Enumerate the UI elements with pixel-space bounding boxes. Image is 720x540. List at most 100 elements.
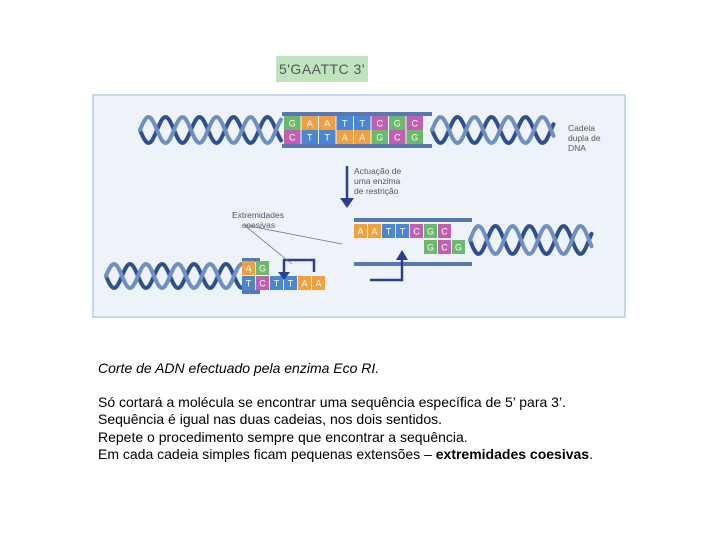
bottom-strand-base-block (406, 130, 423, 144)
caption-line-1: Só cortará a molécula se encontrar uma s… (98, 393, 566, 410)
top-strand-base-letter: G (394, 119, 401, 129)
frag-right-top-base: C (410, 224, 423, 238)
cohesive-label-2: coesivas (242, 220, 275, 230)
frag-left-bottom-base-block (298, 276, 311, 290)
frag-right-bottom-base: G (452, 240, 465, 254)
bottom-strand-base-letter: C (289, 133, 296, 143)
frag-left-bottom-base-block (242, 276, 255, 290)
frag-right-bottom-base-letter: G (455, 243, 462, 253)
bottom-strand-base-letter: T (307, 133, 313, 143)
bottom-strand-base-block (354, 130, 371, 144)
caption-line-4-suffix: . (589, 446, 593, 462)
bottom-strand-base: A (336, 130, 353, 144)
top-strand-base: C (371, 116, 388, 130)
frag-left-bottom-base-letter: T (288, 279, 294, 289)
frag-right-bottom-base-block (452, 240, 465, 254)
frag-left-bottom-base-block (256, 276, 269, 290)
rail-frag-right-bottom (354, 262, 472, 266)
cohesive-pointer-1 (243, 224, 343, 245)
frag-left-bottom-base-block (270, 276, 283, 290)
bottom-strand-base-block (301, 130, 318, 144)
frag-left-bottom-base-letter: T (246, 279, 252, 289)
frag-left-bottom-base-letter: C (259, 279, 266, 289)
dna-label-2: dupla de (568, 133, 601, 143)
frag-left-bottom-base-block (312, 276, 325, 290)
bottom-strand-base-letter: A (359, 133, 365, 143)
top-strand-base-block (301, 116, 318, 130)
top-strand-base: C (406, 116, 423, 130)
top-strand-base-letter: A (324, 119, 330, 129)
bottom-strand-base-letter: G (411, 133, 418, 143)
frag-right-bottom-base-letter: G (427, 243, 434, 253)
top-strand-base-letter: C (377, 119, 384, 129)
helix-frag-left (104, 261, 243, 291)
frag-right-top-base-letter: G (427, 227, 434, 237)
frag-right-top-base: C (438, 224, 451, 238)
frag-left-bottom-base-letter: A (301, 279, 307, 289)
frag-left-bottom-base: A (312, 276, 325, 290)
top-strand-base-letter: C (412, 119, 419, 129)
frag-right-top-base-letter: C (413, 227, 420, 237)
frag-left-top-base-letter: G (259, 264, 266, 274)
separation-arrow-left (282, 258, 316, 274)
bottom-strand-base: C (389, 130, 406, 144)
top-strand-base: T (354, 116, 371, 130)
frag-right-top-base: T (382, 224, 395, 238)
frag-left-bottom-base: T (284, 276, 297, 290)
frag-left-top-base-letter: A (245, 264, 251, 274)
frag-right-top-base-block (368, 224, 381, 238)
frag-right-bottom-base-letter: C (441, 243, 448, 253)
bottom-strand-base-letter: T (325, 133, 331, 143)
top-strand-base-block (354, 116, 371, 130)
rail-frag-left-top (242, 258, 260, 262)
sequence-label: 5'GAATTC 3' (276, 56, 368, 82)
frag-right-top-base: T (396, 224, 409, 238)
frag-right-bottom-base: G (424, 240, 437, 254)
top-strand-base: A (319, 116, 336, 130)
top-strand-base-block (371, 116, 388, 130)
top-strand-base: T (336, 116, 353, 130)
bottom-strand-base-letter: G (376, 133, 383, 143)
frag-left-bottom-base: T (242, 276, 255, 290)
top-strand-base: G (284, 116, 301, 130)
bottom-strand-base-block (389, 130, 406, 144)
top-strand-base: G (389, 116, 406, 130)
separation-arrow-right-head (396, 250, 408, 260)
frag-right-top-base-letter: A (371, 227, 377, 237)
bottom-strand-base: G (406, 130, 423, 144)
enzyme-label-1: Actuação de (354, 166, 402, 176)
helix-top-left (138, 114, 283, 146)
bottom-strand-base-letter: C (394, 133, 401, 143)
frag-left-bottom-base: A (298, 276, 311, 290)
enzyme-label-3: de restrição (354, 186, 399, 196)
frag-right-top-base: G (424, 224, 437, 238)
frag-left-bottom-base: T (270, 276, 283, 290)
frag-left-bottom-base-block (284, 276, 297, 290)
helix-layer (104, 112, 594, 294)
cohesive-pointer-2 (243, 224, 293, 265)
top-strand-base-letter: T (342, 119, 348, 129)
frag-left-bottom-base-letter: A (315, 279, 321, 289)
frag-left-top-base: A (242, 261, 255, 275)
caption-line-2: Sequência é igual nas duas cadeias, nos … (98, 411, 443, 427)
frag-right-top-base-block (438, 224, 451, 238)
frag-right-top-base-letter: T (386, 227, 392, 237)
top-strand-base-block (336, 116, 353, 130)
frag-right-bottom-base-block (424, 240, 437, 254)
frag-left-bottom-base: C (256, 276, 269, 290)
rail-frag-left-bottom (242, 290, 260, 294)
frag-right-top-base-letter: A (357, 227, 363, 237)
rail-top-top (282, 112, 432, 116)
bottom-strand-base-block (284, 130, 301, 144)
helix-top-right (430, 114, 556, 146)
cohesive-ends-term: extremidades coesivas (435, 446, 590, 462)
frag-left-top-base-block (256, 261, 269, 275)
bottom-strand-base-block (336, 130, 353, 144)
dna-label-1: Cadeia (568, 123, 595, 133)
helix-frag-right-strand-2 (468, 223, 594, 257)
caption-title: Corte de ADN efectuado pela enzima Eco R… (98, 360, 380, 376)
helix-top-left-strand-2 (138, 114, 283, 146)
helix-frag-right (468, 223, 594, 257)
bottom-strand-base-block (319, 130, 336, 144)
